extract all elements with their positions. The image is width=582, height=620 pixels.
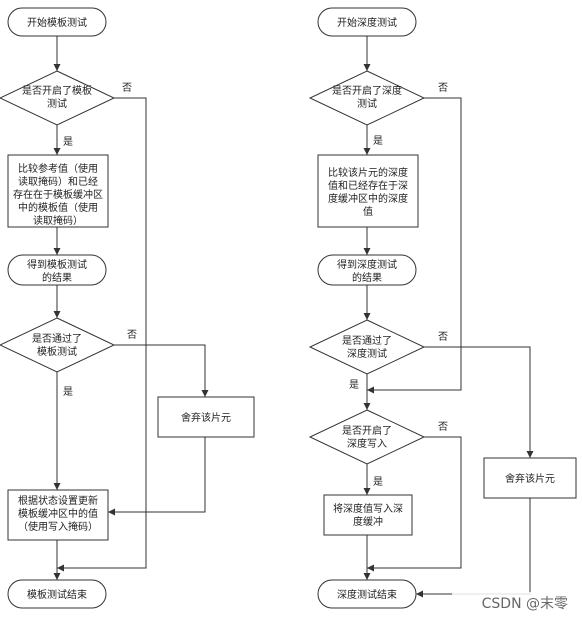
depth-write-box-text-2: 度缓冲 (353, 515, 383, 528)
depth-compare-text-3: 度缓冲区中的深度 (328, 192, 408, 205)
stencil-update-box (7, 489, 109, 541)
depth-enabled-decision (308, 70, 426, 126)
depth-end-text: 深度测试结束 (337, 588, 397, 601)
stencil-passed-yes-label: 是 (63, 386, 73, 398)
stencil-result-text-1: 得到模板测试 (27, 258, 87, 271)
stencil-passed-text-2: 模板测试 (37, 345, 77, 358)
stencil-enabled-text-1: 是否开启了模板 (22, 84, 92, 97)
depth-passed-decision (308, 319, 426, 375)
stencil-passed-text-1: 是否通过了 (32, 332, 82, 345)
stencil-compare-text-2: 读取掩码）和已经 (18, 175, 98, 188)
stencil-compare-text-4: 中的模板值（使用 (18, 201, 98, 214)
stencil-compare-text-3: 存在在于模板缓冲区 (13, 188, 103, 201)
stencil-enabled-no-label: 否 (122, 82, 132, 94)
depth-passed-yes-label: 是 (349, 379, 359, 391)
depth-result-text-2: 的结果 (352, 271, 382, 284)
depth-write-text-1: 是否开启了 (342, 424, 392, 437)
depth-compare-text-2: 值和已经存在于深 (328, 179, 408, 192)
depth-write-no-label: 否 (438, 421, 448, 433)
stencil-compare-box (7, 154, 109, 228)
depth-start-text: 开始深度测试 (337, 16, 397, 29)
stencil-result-text-2: 的结果 (42, 271, 72, 284)
stencil-compare-text-5: 读取掩码） (33, 214, 83, 227)
depth-compare-text-4: 值 (363, 205, 373, 218)
depth-end-node (317, 579, 417, 609)
depth-flow: 开始深度测试 是否开启了深度 测试 是 比较该片元的深度 值和已经存在于深 度缓… (308, 7, 577, 609)
depth-write-yes-label: 是 (373, 476, 383, 488)
stencil-enabled-decision (0, 70, 116, 126)
depth-write-decision (308, 409, 426, 465)
stencil-passed-decision (0, 317, 116, 373)
depth-enabled-yes-label: 是 (373, 135, 383, 147)
depth-write-box-text-1: 将深度值写入深 (333, 502, 403, 515)
depth-enabled-text-2: 测试 (357, 97, 377, 110)
depth-result-text-1: 得到深度测试 (337, 258, 397, 271)
stencil-enabled-yes-label: 是 (63, 136, 73, 148)
depth-write-box (323, 494, 413, 536)
depth-write-text-2: 深度写入 (347, 437, 387, 450)
stencil-discard-box (157, 396, 255, 438)
depth-passed-text-1: 是否通过了 (342, 334, 392, 347)
depth-discard-box (483, 457, 577, 499)
depth-enabled-text-1: 是否开启了深度 (332, 84, 402, 97)
stencil-passed-no-label: 否 (127, 329, 137, 341)
stencil-enabled-text-2: 测试 (47, 97, 67, 110)
depth-enabled-no-label: 否 (438, 82, 448, 94)
depth-discard-text: 舍弃该片元 (505, 472, 555, 485)
stencil-end-node (7, 579, 107, 609)
depth-compare-text-1: 比较该片元的深度 (328, 166, 408, 179)
stencil-flow: 开始模板测试 是否开启了模板 测试 是 比较参考值（使用 读取掩码）和已经 存在… (0, 7, 255, 609)
stencil-update-text-1: 根据状态设置更新 (18, 494, 98, 507)
stencil-start-text: 开始模板测试 (27, 16, 87, 29)
stencil-compare-text-1: 比较参考值（使用 (18, 162, 98, 175)
watermark-backdrop (452, 592, 576, 614)
stencil-update-text-2: 模板缓冲区中的值 (18, 507, 98, 520)
depth-passed-no-label: 否 (438, 331, 448, 343)
stencil-update-text-3: （使用写入掩码） (18, 520, 98, 533)
watermark-text: CSDN @末零 (482, 596, 568, 612)
stencil-end-text: 模板测试结束 (27, 588, 87, 601)
depth-compare-box (317, 154, 419, 228)
stencil-discard-text: 舍弃该片元 (181, 411, 231, 424)
depth-passed-text-2: 深度测试 (347, 347, 387, 360)
